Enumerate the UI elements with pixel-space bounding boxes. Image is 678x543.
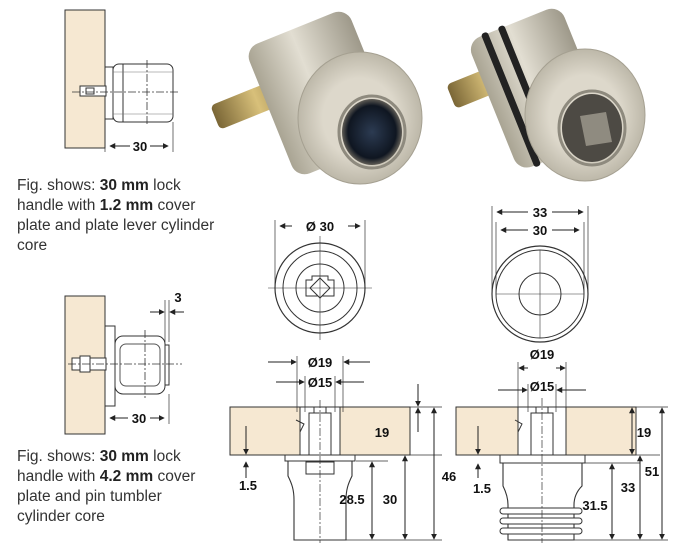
caption-bold-size: 30 mm	[99, 448, 149, 465]
caption-bottom-left: Fig. shows: 30 mm lock handle with 4.2 m…	[17, 447, 217, 527]
dimension-label: Ø15	[530, 379, 555, 394]
dimension-label: 3	[174, 290, 181, 305]
dimension-label: 30	[133, 139, 147, 154]
caption-bold-size: 4.2 mm	[99, 468, 154, 485]
caption-text: Fig. shows:	[17, 448, 100, 465]
caption-text: lock handle with	[17, 177, 181, 214]
caption-text: cover plate and plate lever cylinder cor…	[17, 197, 215, 254]
dimension-label: 30	[383, 492, 397, 507]
caption-text: Fig. shows:	[17, 177, 100, 194]
dimension-label: 1.5	[239, 478, 257, 493]
dimension-label: 28.5	[339, 492, 364, 507]
dimension-label: 19	[637, 425, 651, 440]
dimension-label: 1.5	[473, 481, 491, 496]
dimension-label: 33	[621, 480, 635, 495]
dimension-label: Ø 30	[306, 219, 334, 234]
section-view-left: Ø19 Ø15 19 1.5 28.5 30 46	[229, 355, 456, 543]
caption-bold-size: 30 mm	[99, 177, 149, 194]
dimension-label: 46	[442, 469, 456, 484]
caption-top-left: Fig. shows: 30 mm lock handle with 1.2 m…	[17, 176, 217, 256]
caption-text: cover plate and pin tumbler cylinder cor…	[17, 468, 196, 525]
product-photo-plain-cylinder	[211, 11, 423, 185]
front-view-right: 33 30	[491, 205, 589, 343]
side-view-top-left: 30	[64, 9, 178, 154]
front-view-left: Ø 30	[268, 219, 372, 340]
dimension-label: Ø19	[530, 347, 555, 362]
caption-text: lock handle with	[17, 448, 181, 485]
dimension-label: 31.5	[582, 498, 607, 513]
side-view-bottom-left: 3 30	[64, 290, 184, 435]
dimension-label: Ø15	[308, 375, 333, 390]
product-photo-ring-cylinder	[447, 8, 646, 182]
dimension-label: 51	[645, 464, 659, 479]
dimension-label: 19	[375, 425, 389, 440]
dimension-label: 30	[533, 223, 547, 238]
section-view-right: Ø19 Ø15 19 1.5 31.5 33 51	[455, 347, 668, 543]
dimension-label: 30	[132, 411, 146, 426]
caption-bold-size: 1.2 mm	[99, 197, 154, 214]
dimension-label: 33	[533, 205, 547, 220]
dimension-label: Ø19	[308, 355, 333, 370]
